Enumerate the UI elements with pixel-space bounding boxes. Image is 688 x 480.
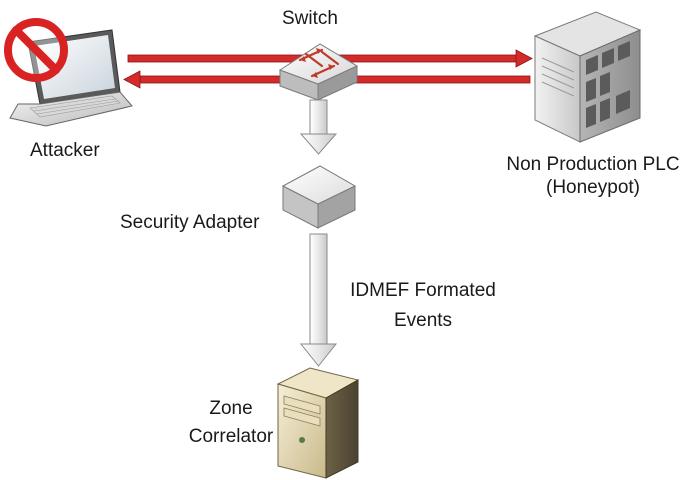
flow-arrow-switch-to-adapter bbox=[299, 99, 338, 155]
server-tower-icon bbox=[276, 367, 360, 479]
attacker-label: Attacker bbox=[30, 140, 100, 161]
idmef-label-line1: IDMEF Formated bbox=[350, 280, 496, 301]
prohibited-icon bbox=[4, 18, 68, 82]
zone-label-line1: Zone bbox=[209, 398, 253, 419]
plc-label-line2: (Honeypot) bbox=[546, 176, 640, 198]
idmef-events-label: IDMEF Formated Events bbox=[338, 280, 508, 333]
laptop-icon bbox=[9, 29, 133, 127]
zone-label-line2: Correlator bbox=[188, 425, 274, 447]
zone-correlator-label: Zone Correlator bbox=[180, 398, 282, 449]
plc-label-line1: Non Production PLC bbox=[506, 154, 680, 175]
switch-label: Switch bbox=[282, 8, 338, 29]
plc-label: Non Production PLC (Honeypot) bbox=[498, 154, 688, 200]
security-adapter-label: Security Adapter bbox=[120, 212, 260, 233]
idmef-label-line2: Events bbox=[393, 309, 453, 331]
security-adapter-icon bbox=[281, 165, 357, 229]
network-switch-icon bbox=[278, 43, 359, 101]
plc-server-icon bbox=[533, 11, 642, 143]
flow-arrow-adapter-to-correlator bbox=[299, 233, 338, 367]
